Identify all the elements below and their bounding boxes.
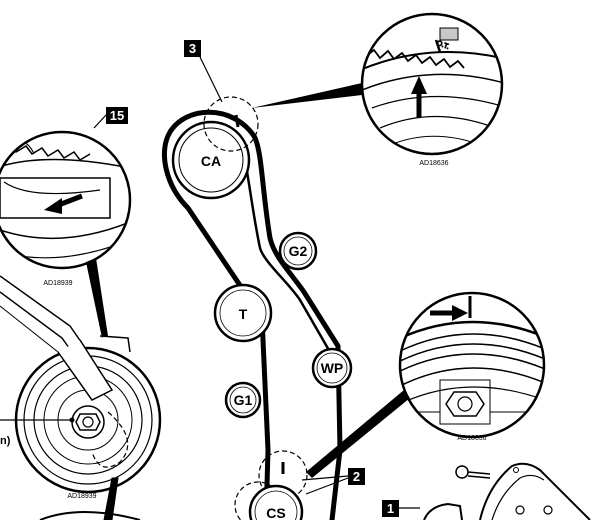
- pulley-label-t: T: [239, 306, 248, 322]
- tensioner-label-fragment: n): [0, 435, 11, 447]
- camshaft-pulley: CA: [171, 96, 259, 200]
- tensioner-pulley: T: [213, 283, 273, 343]
- camshaft-detail-zoom: O.T. AD18636: [360, 12, 504, 167]
- pulley-label-cs: CS: [266, 505, 285, 520]
- callout-2: 2: [301, 468, 365, 495]
- timing-cover: [423, 462, 591, 520]
- water-pump-pulley: WP: [311, 347, 353, 389]
- callout-15-number: 15: [110, 108, 124, 123]
- pulley-label-ca: CA: [201, 153, 221, 169]
- callout-1: 1: [382, 500, 420, 517]
- idler-pulley-g2: G2: [278, 231, 318, 271]
- idler-pulley-g1: G1: [224, 381, 262, 419]
- pulley-label-g1: G1: [234, 392, 253, 408]
- tensioner-zoom-ref: AD18939: [43, 280, 72, 287]
- tensioner-assembly: [0, 275, 162, 521]
- tensioner-detail-zoom: AD18939: [0, 130, 132, 287]
- callout-3-number: 3: [189, 41, 196, 56]
- crank-detail-zoom: AD18636: [398, 291, 546, 442]
- pulley-label-wp: WP: [321, 360, 344, 376]
- tensioner-assembly-ref: AD18939: [67, 493, 96, 500]
- callout-15: 15: [93, 107, 128, 129]
- camshaft-timing-mark: [234, 114, 240, 128]
- camshaft-zoom-leader: [252, 83, 362, 108]
- callout-2-number: 2: [353, 469, 360, 484]
- camshaft-mark-circle: [203, 96, 259, 152]
- pulley-label-g2: G2: [289, 243, 308, 259]
- crank-zoom-leader: [306, 390, 410, 478]
- crank-mark-circle: [258, 450, 308, 500]
- crank-zoom-ref: AD18636: [457, 435, 486, 442]
- callout-3: 3: [184, 40, 223, 103]
- crankshaft-pulley: CS: [234, 450, 308, 525]
- camshaft-zoom-ref: AD18636: [419, 160, 448, 167]
- svg-text:O.T.: O.T.: [436, 40, 451, 51]
- tensioner-zoom-leader: [86, 258, 108, 338]
- callout-1-number: 1: [387, 501, 394, 516]
